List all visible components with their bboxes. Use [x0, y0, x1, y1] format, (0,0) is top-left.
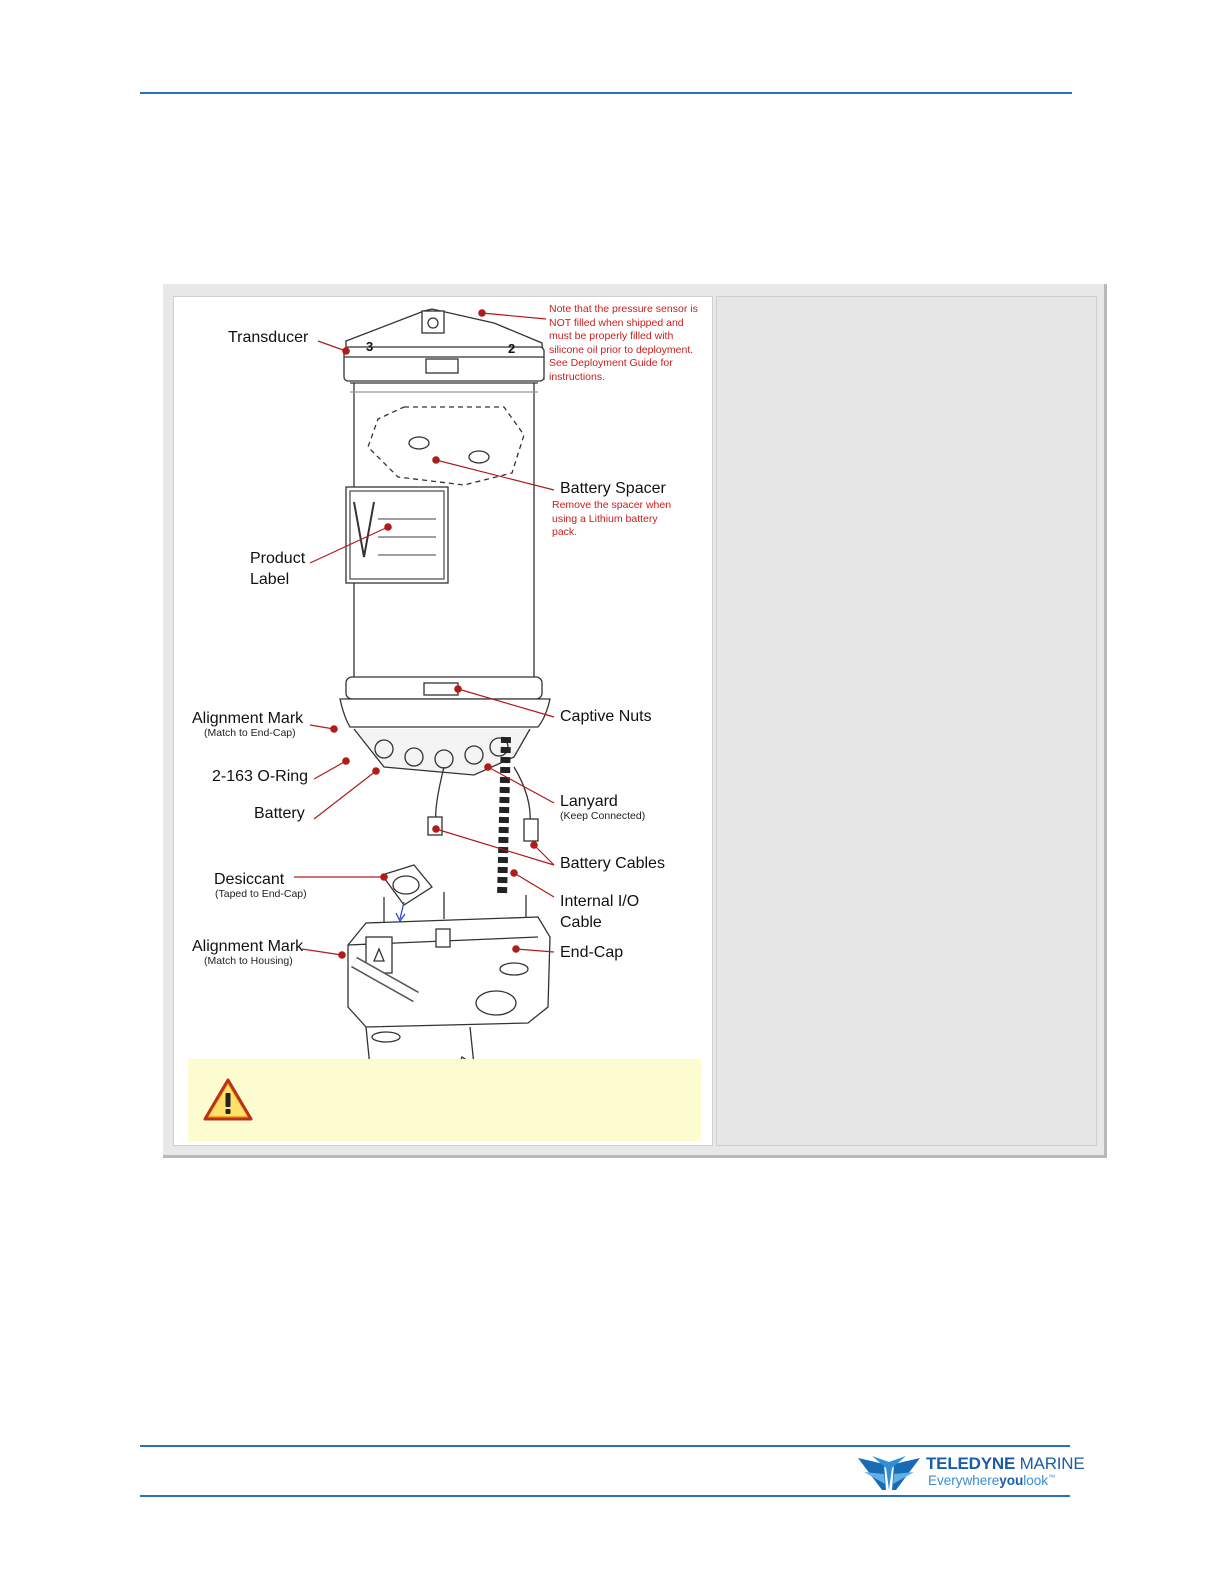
diagram-panel: 3 2 Transducer Note that the pressure se…	[173, 296, 713, 1146]
logo-brand-text: TELEDYNE MARINE	[926, 1454, 1085, 1473]
warning-box	[188, 1059, 701, 1141]
footer-rule-bottom	[140, 1495, 1070, 1497]
label-alignment-mark-bottom: Alignment Mark	[192, 938, 304, 955]
label-alignment-mark-top-sub: (Match to End-Cap)	[204, 727, 296, 739]
label-o-ring: 2-163 O-Ring	[212, 768, 309, 785]
label-product-line-2: Label	[250, 571, 290, 588]
pressure-sensor-note: Note that the pressure sensor is NOT fil…	[549, 303, 698, 383]
label-battery-cables: Battery Cables	[560, 855, 665, 872]
label-desiccant: Desiccant	[214, 871, 285, 888]
beam-number-2: 2	[508, 341, 516, 356]
header-rule	[140, 92, 1072, 94]
label-transducer: Transducer	[228, 329, 309, 346]
label-internal-io-line-2: Cable	[560, 914, 602, 931]
label-lanyard-sub: (Keep Connected)	[560, 810, 646, 822]
label-end-cap: End-Cap	[560, 944, 624, 961]
teledyne-marine-logo: TELEDYNE MARINE Everywhereyoulook™	[856, 1454, 1085, 1494]
footer-rule-top	[140, 1445, 1070, 1447]
beam-number-3: 3	[366, 339, 374, 354]
side-text-panel	[716, 296, 1097, 1146]
label-captive-nuts: Captive Nuts	[560, 708, 652, 725]
battery-spacer-note: Remove the spacer when using a Lithium b…	[552, 499, 672, 538]
label-product-line-1: Product	[250, 550, 306, 567]
adcp-exploded-diagram	[294, 308, 555, 1080]
housing-drawing	[339, 308, 551, 1080]
trident-logo-icon	[858, 1456, 920, 1490]
label-internal-io-line-1: Internal I/O	[560, 893, 640, 910]
label-battery-spacer: Battery Spacer	[560, 480, 666, 497]
label-desiccant-sub: (Taped to End-Cap)	[215, 888, 307, 900]
figure-frame: 3 2 Transducer Note that the pressure se…	[163, 284, 1107, 1158]
callout-leaders	[294, 309, 555, 959]
label-alignment-mark-top: Alignment Mark	[192, 710, 304, 727]
warning-triangle-icon	[203, 1078, 253, 1121]
label-battery: Battery	[254, 805, 305, 822]
logo-tagline: Everywhereyoulook™	[928, 1473, 1056, 1488]
label-lanyard: Lanyard	[560, 793, 618, 810]
label-alignment-mark-bottom-sub: (Match to Housing)	[204, 955, 293, 967]
